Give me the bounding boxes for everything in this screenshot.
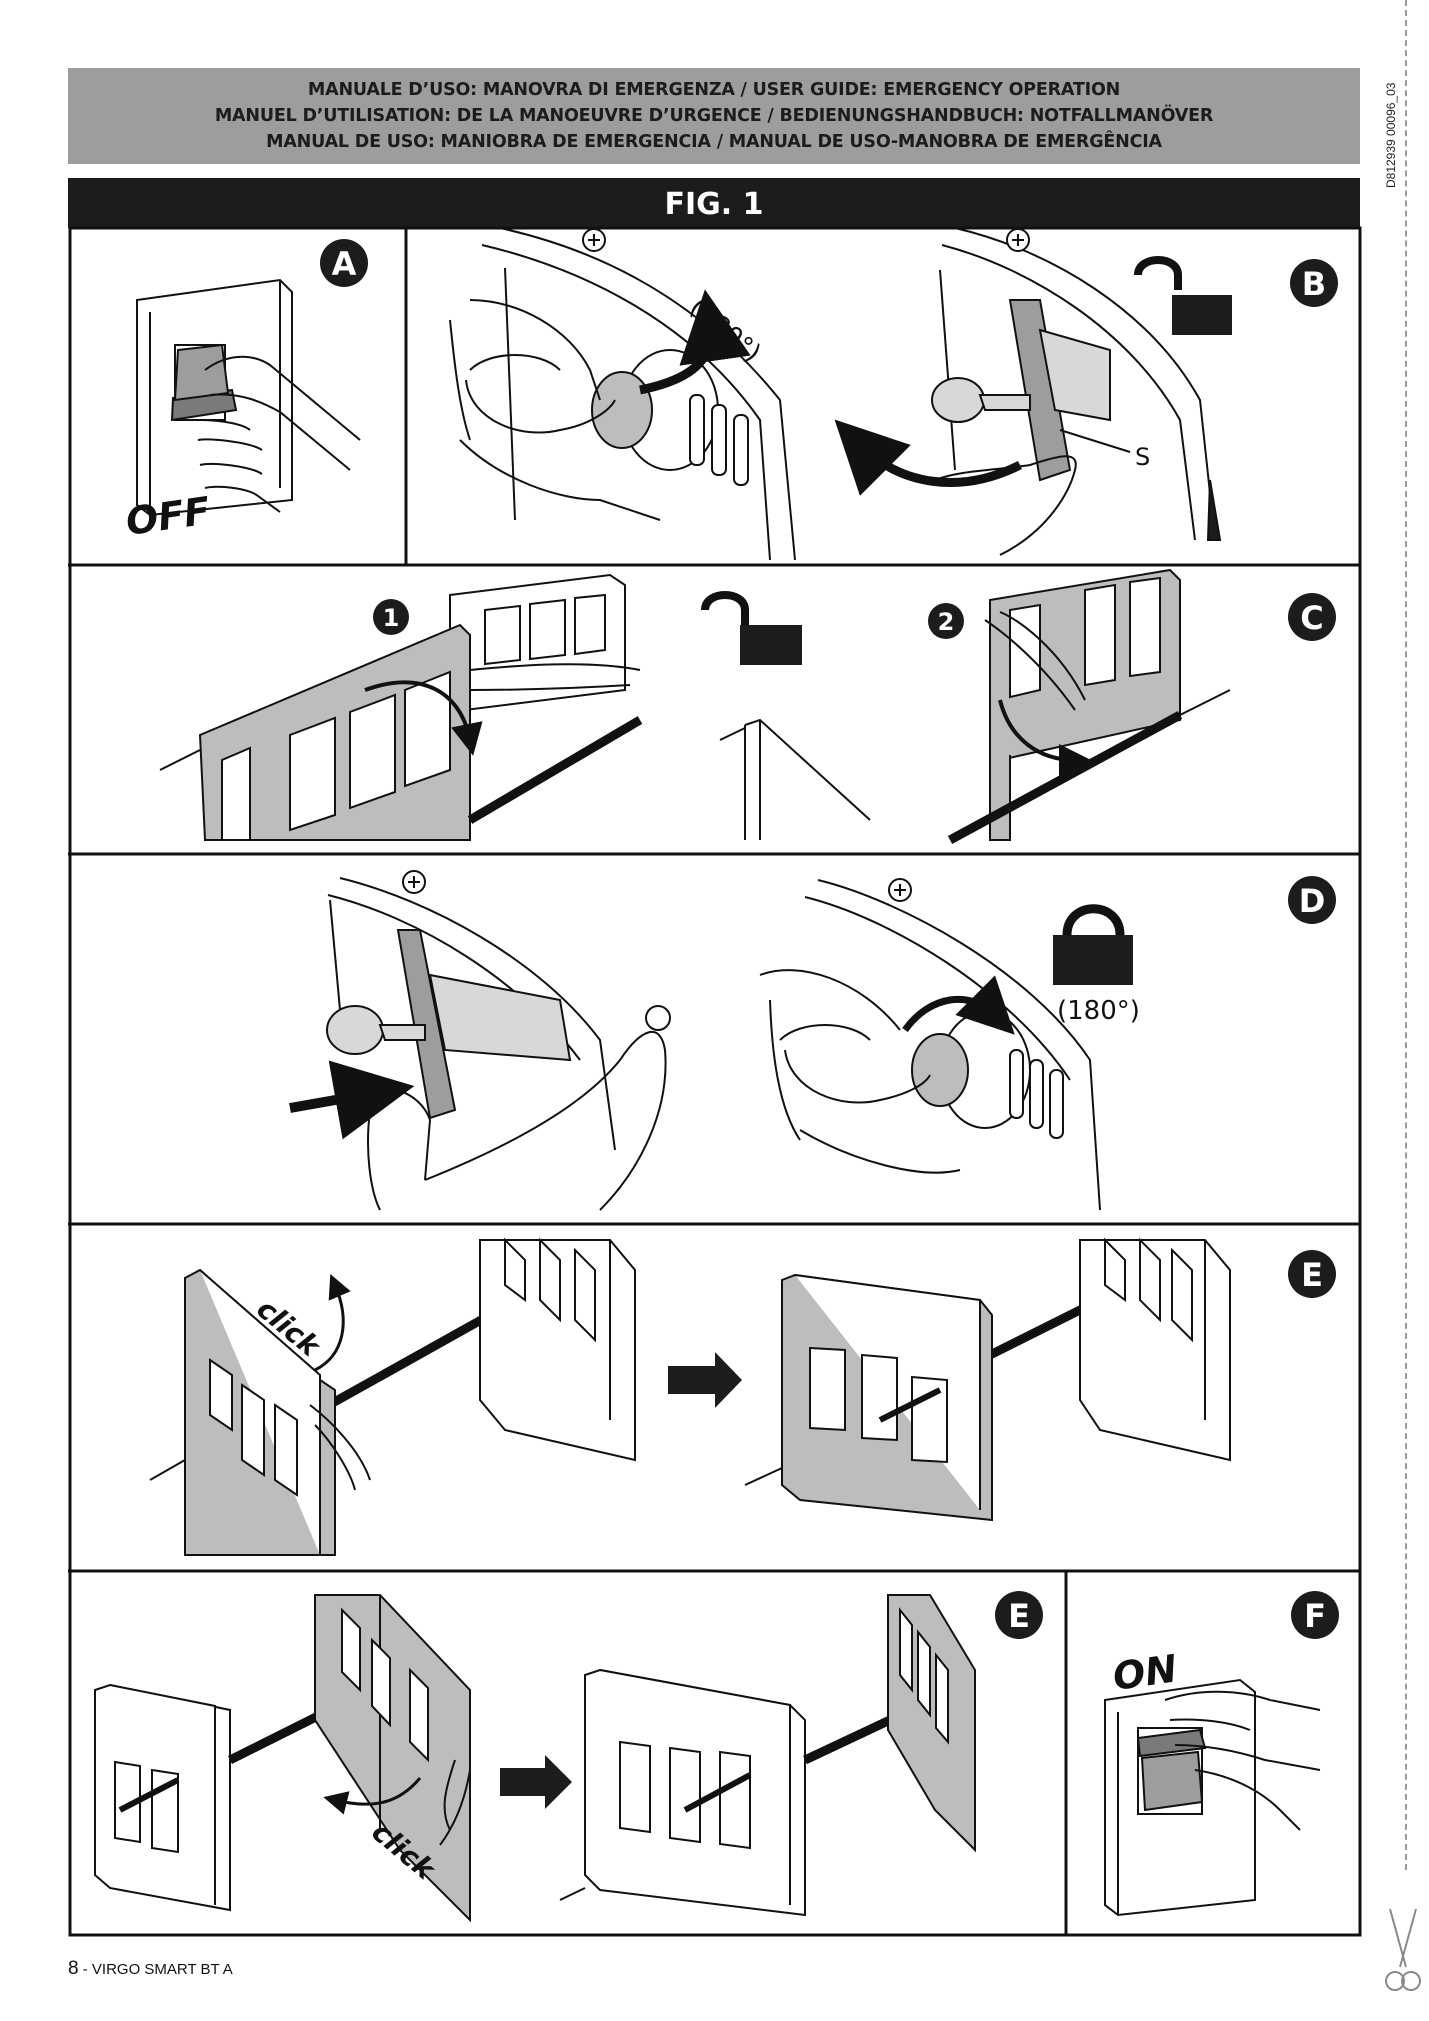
gate-closed-illustration — [559, 1594, 976, 1917]
release-lever-illustration — [931, 227, 1222, 556]
figure-title-bar — [68, 178, 1360, 228]
panel-a-letter: A — [332, 245, 357, 283]
figure-grid — [68, 226, 1362, 1937]
open-lock-icon-b — [1134, 256, 1232, 335]
panel-a-badge — [320, 239, 368, 287]
key-cover-illustration — [449, 227, 796, 561]
footer-separator: - — [78, 1961, 92, 1978]
gate-close-illustration-2 — [744, 1237, 1231, 1522]
panel-b: B (180°) — [449, 227, 1338, 561]
panel-f-badge — [1291, 1591, 1339, 1639]
cut-line — [1405, 0, 1407, 1870]
gate-swing-illustration-2 — [947, 568, 1231, 844]
panel-e-bottom: E click — [94, 1591, 1043, 1923]
panel-c-badge — [1288, 593, 1336, 641]
page-footer: 8 - VIRGO SMART BT A — [68, 1958, 233, 1980]
panel-e-top-badge — [1288, 1250, 1336, 1298]
panel-c: C 1 2 — [159, 568, 1336, 844]
panel-b-badge — [1290, 259, 1338, 307]
panel-d: D — [289, 870, 1336, 1211]
closed-lock-icon-d — [1053, 904, 1133, 985]
panel-d-letter: D — [1299, 882, 1326, 920]
header-line-3: MANUAL DE USO: MANIOBRA DE EMERGENCIA / … — [266, 132, 1162, 152]
pointer-line-s — [1059, 429, 1131, 453]
rotate-arrow-d — [902, 975, 1015, 1035]
panel-b-angle: (180°) — [684, 292, 767, 368]
open-lock-icon-c — [701, 591, 802, 665]
gate-close-illustration-1 — [149, 1237, 636, 1556]
panel-e-bottom-letter: E — [1008, 1597, 1030, 1635]
panel-f: F ON — [1104, 1591, 1339, 1917]
breaker-switch-illustration — [136, 278, 361, 517]
panel-e-top-letter: E — [1301, 1256, 1323, 1294]
key-lock-illustration — [759, 878, 1101, 1211]
page-number: 8 — [68, 1958, 79, 1979]
pull-arrow-b — [834, 419, 1023, 496]
gate-swing-illustration-1 — [159, 573, 643, 841]
panel-b-letter: B — [1302, 265, 1326, 303]
step-1-number: 1 — [383, 604, 400, 632]
next-arrow-e1 — [668, 1352, 742, 1408]
panel-e-top: E click — [149, 1237, 1336, 1556]
header-line-1: MANUALE D’USO: MANOVRA DI EMERGENZA / US… — [307, 80, 1121, 100]
click-arrow-e1 — [314, 1273, 351, 1372]
figure-title: FIG. 1 — [665, 187, 764, 222]
scissors-icon — [1385, 1908, 1421, 1991]
panel-f-letter: F — [1304, 1597, 1326, 1635]
panel-d-badge — [1288, 876, 1336, 924]
header-line-2: MANUEL D’UTILISATION: DE LA MANOEUVRE D’… — [214, 106, 1214, 126]
next-arrow-e2 — [500, 1755, 572, 1809]
panel-d-angle: (180°) — [1057, 996, 1140, 1026]
breaker-switch-on-illustration — [1104, 1678, 1321, 1917]
step-1-badge — [373, 599, 409, 635]
rotate-arrow-b — [639, 289, 751, 395]
part-label-s: S — [1135, 443, 1150, 471]
panel-c-letter: C — [1300, 599, 1323, 637]
gate-close-illustration-3 — [94, 1594, 471, 1923]
swing-arrow-c1 — [364, 680, 483, 756]
panel-a: A OFF — [123, 239, 368, 544]
step-2-number: 2 — [938, 608, 955, 636]
lever-close-illustration — [326, 870, 671, 1211]
step-2-badge — [928, 603, 964, 639]
push-arrow-d — [289, 1060, 415, 1140]
gate-post-illustration — [719, 718, 871, 840]
product-name: VIRGO SMART BT A — [91, 1961, 233, 1978]
swing-arrow-c2 — [998, 699, 1091, 776]
panel-e-bottom-badge — [995, 1591, 1043, 1639]
page-header: MANUALE D’USO: MANOVRA DI EMERGENZA / US… — [68, 68, 1360, 164]
click-arrow-e2 — [323, 1777, 422, 1815]
